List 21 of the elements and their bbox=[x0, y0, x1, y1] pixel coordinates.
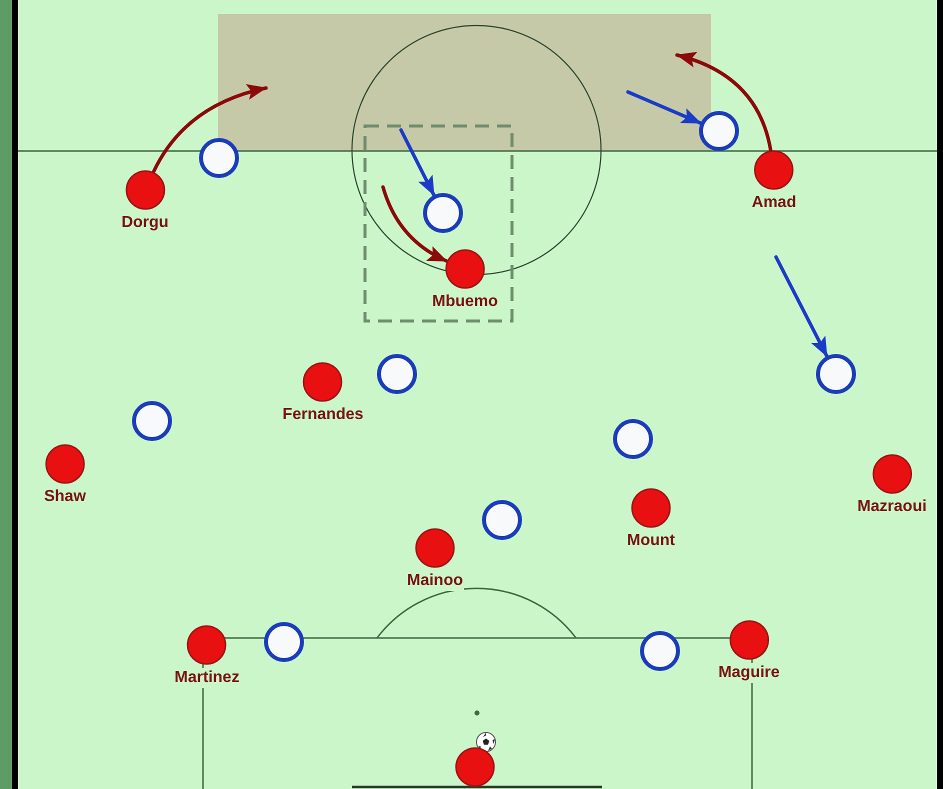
opponent-dot-icon bbox=[199, 138, 239, 178]
opponent-dot-icon bbox=[640, 631, 680, 671]
opponent-dot-icon bbox=[613, 419, 653, 459]
arrow bbox=[381, 185, 448, 263]
player-dot-icon bbox=[455, 747, 495, 787]
arrow bbox=[774, 255, 829, 358]
opponent-dot-icon bbox=[132, 401, 172, 441]
arrow bbox=[152, 84, 268, 174]
opponent-dot-icon bbox=[816, 354, 856, 394]
player-name: Maguire bbox=[717, 663, 781, 683]
opponent-dot-icon bbox=[377, 354, 417, 394]
opponent-dot-icon bbox=[699, 111, 739, 151]
player-name: Mainoo bbox=[406, 571, 464, 591]
opponent-dot-icon bbox=[423, 193, 463, 233]
player-name: Martinez bbox=[174, 668, 240, 688]
opponent-dot-icon bbox=[264, 622, 304, 662]
arrow bbox=[399, 128, 436, 197]
arrow bbox=[626, 90, 702, 125]
player-name: Dorgu bbox=[120, 213, 170, 233]
opponent-dot-icon bbox=[482, 500, 522, 540]
arrow bbox=[675, 52, 772, 152]
